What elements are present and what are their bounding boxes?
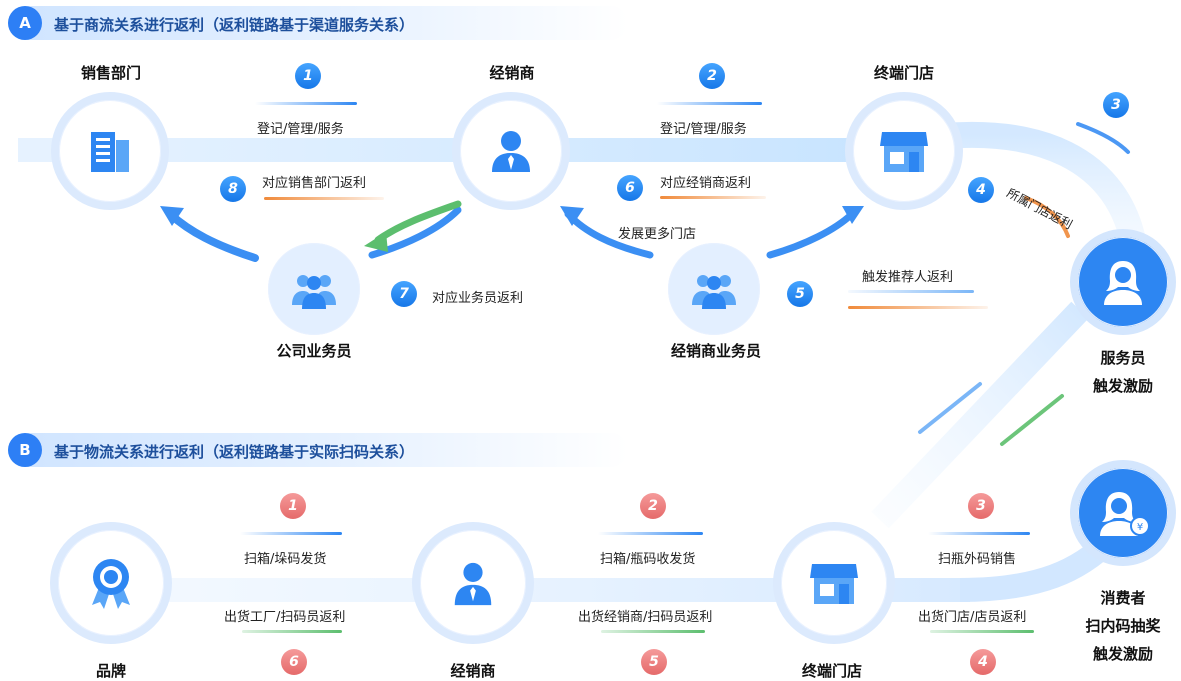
node-label-distributor-b: 经销商 bbox=[450, 662, 496, 680]
a-badge-6: 6 bbox=[617, 175, 643, 201]
woman-yen-icon: ¥ bbox=[1100, 492, 1150, 536]
group-icon bbox=[692, 275, 736, 309]
store-icon bbox=[810, 564, 858, 604]
b-underline-6 bbox=[242, 630, 342, 633]
a-underline-8 bbox=[264, 197, 384, 200]
section-b-title: 基于物流关系进行返利（返利链路基于实际扫码关系） bbox=[54, 443, 415, 461]
b-underline-4 bbox=[930, 630, 1034, 633]
svg-text:¥: ¥ bbox=[1137, 522, 1143, 533]
deco-diag-green bbox=[1000, 394, 1064, 446]
a-label-8: 对应销售部门返利 bbox=[262, 176, 367, 191]
section-b-bar bbox=[8, 433, 628, 467]
arrow-drep-to-terminal bbox=[766, 210, 856, 259]
b-label-1: 扫箱/垛码发货 bbox=[244, 552, 327, 567]
service-label: 服务员 触发激励 bbox=[1081, 344, 1165, 400]
node-company-rep bbox=[268, 243, 360, 335]
node-distributor-b bbox=[412, 522, 534, 644]
b-label-6: 出货工厂/扫码员返利 bbox=[224, 610, 346, 625]
b-underline-5 bbox=[601, 630, 705, 633]
node-label-terminal-a: 终端门店 bbox=[873, 64, 935, 82]
b-label-2: 扫箱/瓶码收发货 bbox=[600, 552, 696, 567]
a-underline-5-orange bbox=[848, 306, 988, 309]
arrow-head-dist bbox=[560, 206, 584, 226]
consumer-label-line2: 扫内码抽奖 bbox=[1085, 617, 1161, 635]
node-distributor-rep bbox=[668, 243, 760, 335]
deco-stroke-3 bbox=[1076, 122, 1130, 154]
b-label-4: 出货门店/店员返利 bbox=[918, 610, 1027, 625]
a-label-2: 登记/管理/服务 bbox=[660, 122, 747, 137]
node-distributor-a bbox=[452, 92, 570, 210]
arrow-rep-to-sales bbox=[166, 210, 259, 262]
store-icon bbox=[880, 132, 928, 172]
a-label-7: 对应业务员返利 bbox=[432, 291, 524, 306]
group-icon bbox=[292, 275, 336, 309]
consumer-label-line3: 触发激励 bbox=[1092, 645, 1153, 663]
a-badge-8: 8 bbox=[220, 176, 246, 202]
section-a-bar bbox=[8, 6, 628, 40]
a-badge-2: 2 bbox=[699, 63, 725, 89]
node-label-distributor-a: 经销商 bbox=[489, 64, 535, 82]
b-badge-3: 3 bbox=[968, 493, 994, 519]
section-a-title: 基于商流关系进行返利（返利链路基于渠道服务关系） bbox=[54, 16, 415, 34]
node-consumer: ¥ bbox=[1070, 460, 1176, 566]
node-label-brand: 品牌 bbox=[95, 662, 127, 680]
node-brand bbox=[50, 522, 172, 644]
b-label-5: 出货经销商/扫码员返利 bbox=[578, 610, 713, 625]
arrow-head-sales bbox=[160, 206, 184, 226]
a-underline-6 bbox=[660, 196, 766, 199]
section-a-letter: A bbox=[8, 6, 42, 40]
a-label-6: 对应经销商返利 bbox=[660, 176, 752, 191]
woman-icon bbox=[1104, 261, 1142, 305]
node-terminal-b bbox=[773, 522, 895, 644]
diag-flow bbox=[871, 301, 1089, 529]
a-badge-4: 4 bbox=[968, 177, 994, 203]
a-badge-5: 5 bbox=[787, 281, 813, 307]
deco-diag-blue bbox=[918, 382, 982, 434]
service-label-line2: 触发激励 bbox=[1092, 377, 1153, 395]
b-badge-6: 6 bbox=[281, 649, 307, 675]
node-label-company-rep: 公司业务员 bbox=[276, 342, 352, 360]
b-underline-1 bbox=[240, 532, 342, 535]
node-service bbox=[1070, 229, 1176, 335]
a-label-5: 触发推荐人返利 bbox=[862, 270, 954, 285]
b-badge-5: 5 bbox=[641, 649, 667, 675]
a-underline-1 bbox=[255, 102, 357, 105]
a-badge-3: 3 bbox=[1103, 92, 1129, 118]
consumer-label: 消费者 扫内码抽奖 触发激励 bbox=[1072, 584, 1174, 668]
b-underline-2 bbox=[598, 532, 703, 535]
person-tie-icon bbox=[492, 131, 530, 172]
b-badge-2: 2 bbox=[640, 493, 666, 519]
b-badge-1: 1 bbox=[280, 493, 306, 519]
a-badge-1: 1 bbox=[295, 63, 321, 89]
section-b-letter: B bbox=[8, 433, 42, 467]
b-label-3: 扫瓶外码销售 bbox=[938, 552, 1017, 567]
node-label-terminal-b: 终端门店 bbox=[801, 662, 863, 680]
a-label-develop: 发展更多门店 bbox=[618, 227, 697, 242]
award-ribbon-icon bbox=[92, 559, 130, 609]
b-badge-4: 4 bbox=[970, 649, 996, 675]
arrow-head-green bbox=[364, 232, 388, 252]
node-label-sales-dept: 销售部门 bbox=[80, 64, 142, 82]
b-underline-3 bbox=[928, 532, 1030, 535]
person-tie-icon bbox=[454, 562, 492, 606]
a-badge-7: 7 bbox=[391, 281, 417, 307]
node-sales-dept bbox=[51, 92, 169, 210]
a-underline-5-blue bbox=[848, 290, 974, 293]
consumer-label-line1: 消费者 bbox=[1100, 589, 1146, 607]
deco-stroke-4 bbox=[1024, 196, 1070, 238]
node-terminal-a bbox=[845, 92, 963, 210]
a-underline-2 bbox=[657, 102, 762, 105]
arrow-head-terminal bbox=[842, 206, 864, 224]
arrow-rep-to-dist bbox=[368, 206, 462, 259]
node-label-distributor-rep: 经销商业务员 bbox=[670, 342, 762, 360]
service-label-line1: 服务员 bbox=[1100, 349, 1146, 367]
a-label-1: 登记/管理/服务 bbox=[257, 122, 344, 137]
building-icon bbox=[91, 132, 129, 172]
